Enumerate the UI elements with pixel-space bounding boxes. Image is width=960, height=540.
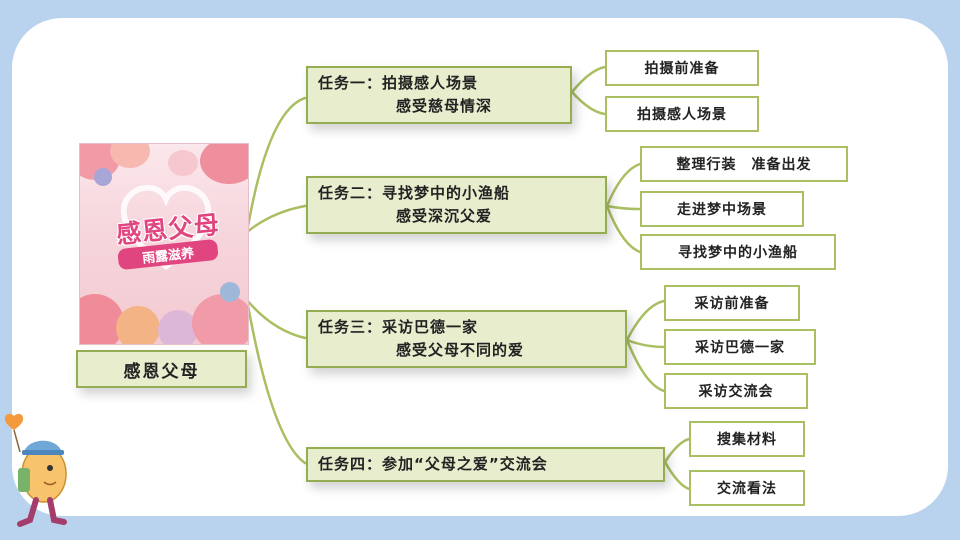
subtask-4-1: 搜集材料 (689, 421, 805, 457)
task-4-line1: 任务四：参加“父母之爱”交流会 (318, 455, 548, 473)
connector-t4-c1 (663, 437, 691, 464)
subtask-3-2: 采访巴德一家 (664, 329, 816, 365)
root-node-label: 感恩父母 (76, 350, 247, 388)
connector-root-task4 (245, 298, 307, 465)
task-2-line1: 任务二：寻找梦中的小渔船 (318, 184, 511, 202)
subtask-3-1: 采访前准备 (664, 285, 800, 321)
task-3-line2: 感受父母不同的爱 (396, 341, 525, 359)
connector-t2-c1 (605, 162, 642, 208)
connector-t3-c1 (625, 299, 666, 342)
connector-t1-c1 (570, 65, 607, 94)
task-node-1: 任务一：拍摄感人场景 感受慈母情深 (306, 66, 572, 124)
task-node-3: 任务三：采访巴德一家 感受父母不同的爱 (306, 310, 627, 368)
connector-t4-c2 (663, 460, 691, 491)
connector-t2-c2 (605, 204, 642, 211)
connector-root-task1 (245, 96, 307, 234)
root-poster-image: 感恩父母 雨露滋养 (79, 143, 249, 345)
task-node-4: 任务四：参加“父母之爱”交流会 (306, 447, 665, 482)
subtask-2-3: 寻找梦中的小渔船 (640, 234, 836, 270)
subtask-4-2: 交流看法 (689, 470, 805, 506)
connector-root-task2 (245, 204, 307, 234)
subtask-1-1: 拍摄前准备 (605, 50, 759, 86)
connector-t3-c3 (625, 338, 666, 393)
task-2-line2: 感受深沉父爱 (396, 207, 493, 225)
subtask-3-3: 采访交流会 (664, 373, 808, 409)
task-3-line1: 任务三：采访巴德一家 (318, 318, 479, 336)
task-node-2: 任务二：寻找梦中的小渔船 感受深沉父爱 (306, 176, 607, 234)
subtask-1-2: 拍摄感人场景 (605, 96, 759, 132)
connector-root-task3 (245, 298, 307, 340)
connector-t1-c2 (570, 90, 607, 116)
subtask-2-1: 整理行装 准备出发 (640, 146, 848, 182)
task-1-line2: 感受慈母情深 (396, 97, 493, 115)
connector-t3-c2 (625, 338, 666, 349)
task-1-line1: 任务一：拍摄感人场景 (318, 74, 479, 92)
subtask-2-2: 走进梦中场景 (640, 191, 804, 227)
connector-t2-c3 (605, 204, 642, 254)
heart-icon (120, 184, 212, 271)
mascot-character-icon (4, 413, 67, 527)
